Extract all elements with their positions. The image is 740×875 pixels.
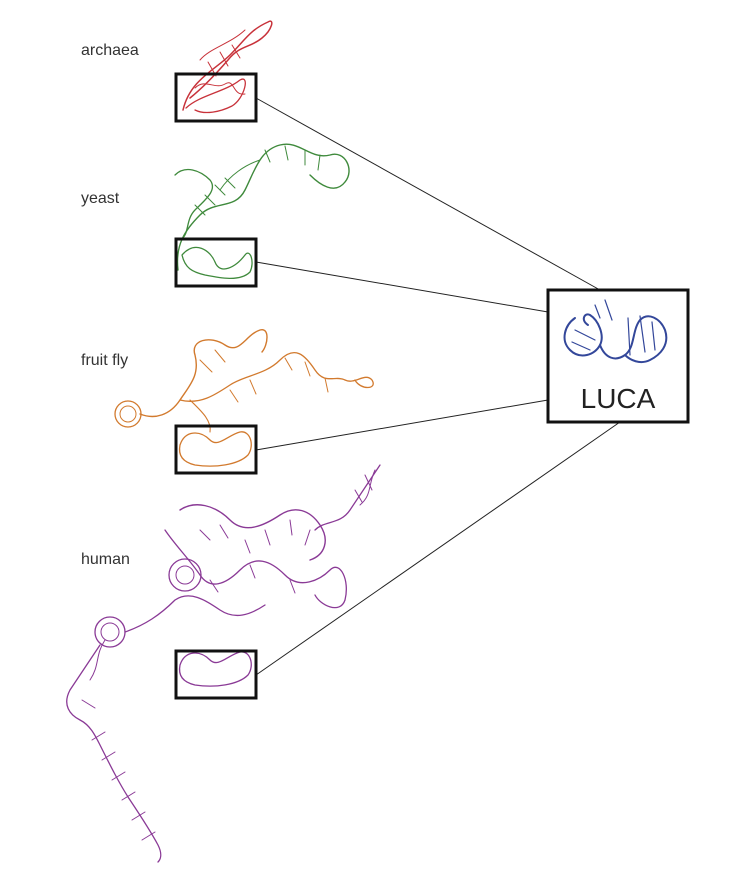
rna-structure-human xyxy=(66,464,381,863)
rna-structure-fruit-fly xyxy=(114,329,374,467)
motif-box-archaea xyxy=(174,72,258,123)
motif-box-human xyxy=(174,649,258,700)
rna-structure-archaea xyxy=(182,20,273,114)
label-human: human xyxy=(81,551,130,568)
connector-archaea xyxy=(255,97,601,291)
luca-label: LUCA xyxy=(581,383,656,414)
rna-structure-yeast xyxy=(174,143,350,280)
connector-fruit-fly xyxy=(255,399,549,451)
motif-box-fruit-fly xyxy=(174,424,258,475)
rna-structure-luca xyxy=(563,299,668,364)
connector-yeast xyxy=(255,261,549,313)
label-yeast: yeast xyxy=(81,190,120,207)
label-archaea: archaea xyxy=(81,42,139,59)
label-fruit-fly: fruit fly xyxy=(81,352,129,369)
motif-boxes xyxy=(174,72,258,700)
connector-human xyxy=(255,421,621,676)
connector-lines xyxy=(255,97,621,676)
motif-box-yeast xyxy=(174,237,258,288)
luca-box xyxy=(546,288,690,424)
luca-panel: LUCA xyxy=(546,288,690,424)
